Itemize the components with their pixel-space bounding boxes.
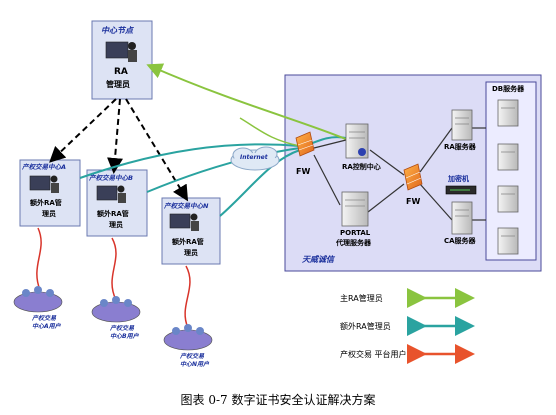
internet-cloud — [230, 146, 280, 171]
db-server-icon-1 — [497, 99, 519, 127]
branch-b-workstation-icon — [96, 185, 126, 203]
portal-proxy-server-icon — [341, 191, 369, 227]
ra-control-server-icon — [345, 123, 369, 159]
encryptor-label: 加密机 — [448, 175, 469, 183]
green-link-fw — [239, 117, 301, 147]
user-group-n-line2: 中心N用户 — [180, 361, 210, 368]
branch-b-label-2: 理员 — [109, 221, 123, 229]
legend-label-extra-ra: 额外RA管理员 — [340, 322, 391, 331]
red-link-n — [184, 265, 191, 329]
db-server-icon-3 — [497, 185, 519, 213]
branch-n-title: 产权交易中心N — [164, 202, 209, 210]
center-admin-workstation-icon — [105, 41, 137, 62]
green-link-main — [146, 63, 349, 141]
user-group-b-line2: 中心B用户 — [110, 333, 139, 340]
teal-link-b — [146, 147, 301, 193]
branch-b-box — [86, 169, 148, 237]
ca-server-icon — [451, 201, 473, 235]
portal-label-2: 代理服务器 — [336, 239, 371, 247]
center-node-title: 中心节点 — [101, 26, 133, 35]
user-group-b-line1: 产权交易 — [110, 325, 135, 332]
branch-a-title: 产权交易中心A — [22, 163, 67, 171]
internet-label: Internet — [240, 154, 268, 161]
center-node-box — [91, 20, 153, 100]
hierarchy-line-a — [49, 98, 117, 163]
branch-b-title: 产权交易中心B — [89, 174, 133, 182]
branch-n-workstation-icon — [169, 213, 199, 231]
firewall-1-label: FW — [296, 167, 311, 176]
user-group-n-line1: 产权交易 — [180, 353, 205, 360]
user-group-b-icon — [91, 296, 141, 323]
encryptor-icon — [445, 185, 477, 195]
legend-label-platform-user: 产权交易 平台用户 — [340, 350, 407, 359]
firewall-1-icon — [295, 131, 315, 157]
user-group-n-icon — [163, 324, 213, 351]
figure-caption: 图表 0-7 数字证书安全认证解决方案 — [180, 393, 376, 407]
red-link-b — [111, 237, 117, 301]
branch-a-label-1: 额外RA管 — [30, 199, 62, 207]
ra-control-label: RA控制中心 — [342, 163, 381, 171]
ra-server-label: RA服务器 — [444, 143, 476, 151]
firewall-2-icon — [403, 163, 423, 191]
legend-label-main-ra: 主RA管理员 — [340, 294, 383, 303]
user-group-a-icon — [13, 286, 63, 313]
firewall-2-label: FW — [406, 197, 421, 206]
ra-server-icon — [451, 109, 473, 141]
portal-label-1: PORTAL — [340, 229, 371, 237]
branch-a-label-2: 理员 — [42, 210, 56, 218]
center-node-label-2: 管理员 — [106, 80, 130, 89]
red-link-a — [36, 227, 42, 291]
hierarchy-line-b — [107, 98, 123, 174]
db-server-icon-2 — [497, 143, 519, 171]
teal-link-n — [219, 149, 301, 217]
user-group-a-line1: 产权交易 — [32, 315, 57, 322]
branch-n-label-2: 理员 — [184, 249, 198, 257]
ca-server-label: CA服务器 — [444, 237, 476, 245]
center-node-label-1: RA — [114, 67, 128, 77]
user-group-a-line2: 中心A用户 — [32, 323, 61, 330]
branch-b-label-1: 额外RA管 — [97, 210, 129, 218]
internal-links — [313, 127, 486, 221]
teal-link-a — [79, 143, 301, 179]
db-server-title: DB服务器 — [492, 85, 525, 93]
db-server-icon-4 — [497, 227, 519, 255]
branch-a-workstation-icon — [29, 175, 59, 193]
org-name-label: 天威诚信 — [302, 255, 334, 264]
branch-a-box — [19, 159, 81, 227]
branch-n-label-1: 额外RA管 — [172, 238, 204, 246]
